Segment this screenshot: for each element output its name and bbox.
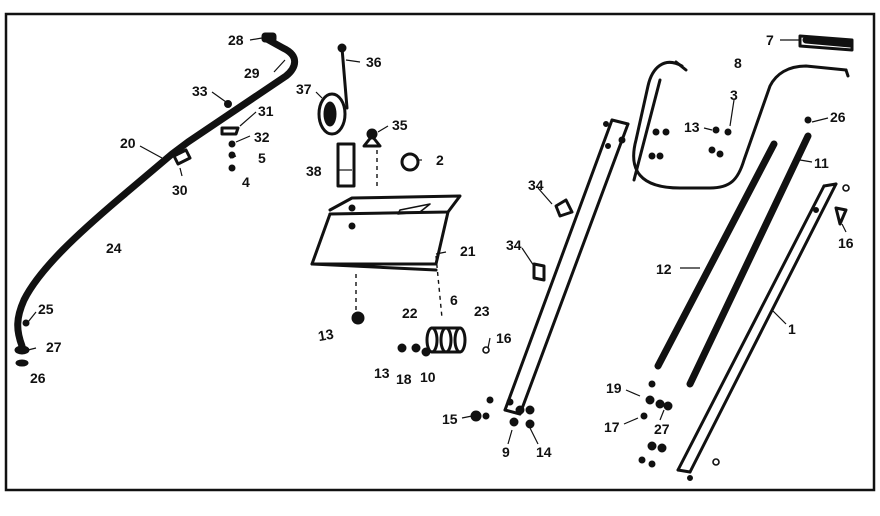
label-14: 14 (536, 444, 552, 460)
label-20: 20 (120, 135, 136, 151)
label-13-right: 13 (684, 119, 700, 135)
label-32: 32 (254, 129, 270, 145)
control-bracket-assembly (310, 43, 490, 357)
label-8: 8 (734, 55, 742, 71)
label-18-low: 18 (396, 371, 412, 387)
label-26-left: 26 (30, 370, 46, 386)
pulley-parts (397, 326, 490, 357)
label-23: 23 (474, 303, 490, 319)
label-7: 7 (766, 32, 774, 48)
label-11: 11 (814, 155, 829, 171)
label-27-left: 27 (46, 339, 62, 355)
label-28-top: 28 (228, 32, 244, 48)
lower-handle-right (638, 116, 850, 481)
upper-handle-assembly (632, 34, 854, 190)
label-6: 6 (450, 292, 458, 308)
label-12: 12 (656, 261, 672, 277)
lower-handle-left (470, 118, 630, 429)
diagram-border (4, 12, 876, 492)
label-15: 15 (442, 411, 458, 427)
label-26-right: 26 (830, 109, 846, 125)
label-24: 24 (106, 240, 122, 256)
label-29: 29 (244, 65, 260, 81)
label-1: 1 (788, 321, 796, 337)
label-22: 22 (402, 305, 418, 321)
label-34-top: 34 (528, 177, 544, 193)
label-30-left: 30 (172, 182, 188, 198)
label-25: 25 (38, 301, 54, 317)
label-16-mid: 16 (496, 330, 512, 346)
label-5: 5 (258, 150, 266, 166)
label-35: 35 (392, 117, 408, 133)
label-33: 33 (192, 83, 208, 99)
label-3: 3 (730, 87, 738, 103)
label-38: 38 (306, 163, 322, 179)
label-17: 17 (604, 419, 620, 435)
throttle-cable-assembly (14, 32, 299, 367)
label-36: 36 (366, 54, 382, 70)
label-19: 19 (606, 380, 622, 396)
part-labels: 28 29 33 31 32 5 4 20 30 24 25 27 26 36 … (30, 32, 854, 460)
label-10: 10 (420, 369, 436, 385)
label-13-low: 13 (374, 365, 390, 381)
label-37: 37 (296, 81, 312, 97)
label-27-right: 27 (654, 421, 670, 437)
leader-lines (27, 37, 847, 445)
label-2: 2 (436, 152, 444, 168)
label-34-low: 34 (506, 237, 522, 253)
label-21: 21 (460, 243, 476, 259)
label-13-mid: 13 (317, 326, 335, 344)
label-9: 9 (502, 444, 510, 460)
label-16-right: 16 (838, 235, 854, 251)
label-31: 31 (258, 103, 274, 119)
label-4: 4 (242, 174, 250, 190)
